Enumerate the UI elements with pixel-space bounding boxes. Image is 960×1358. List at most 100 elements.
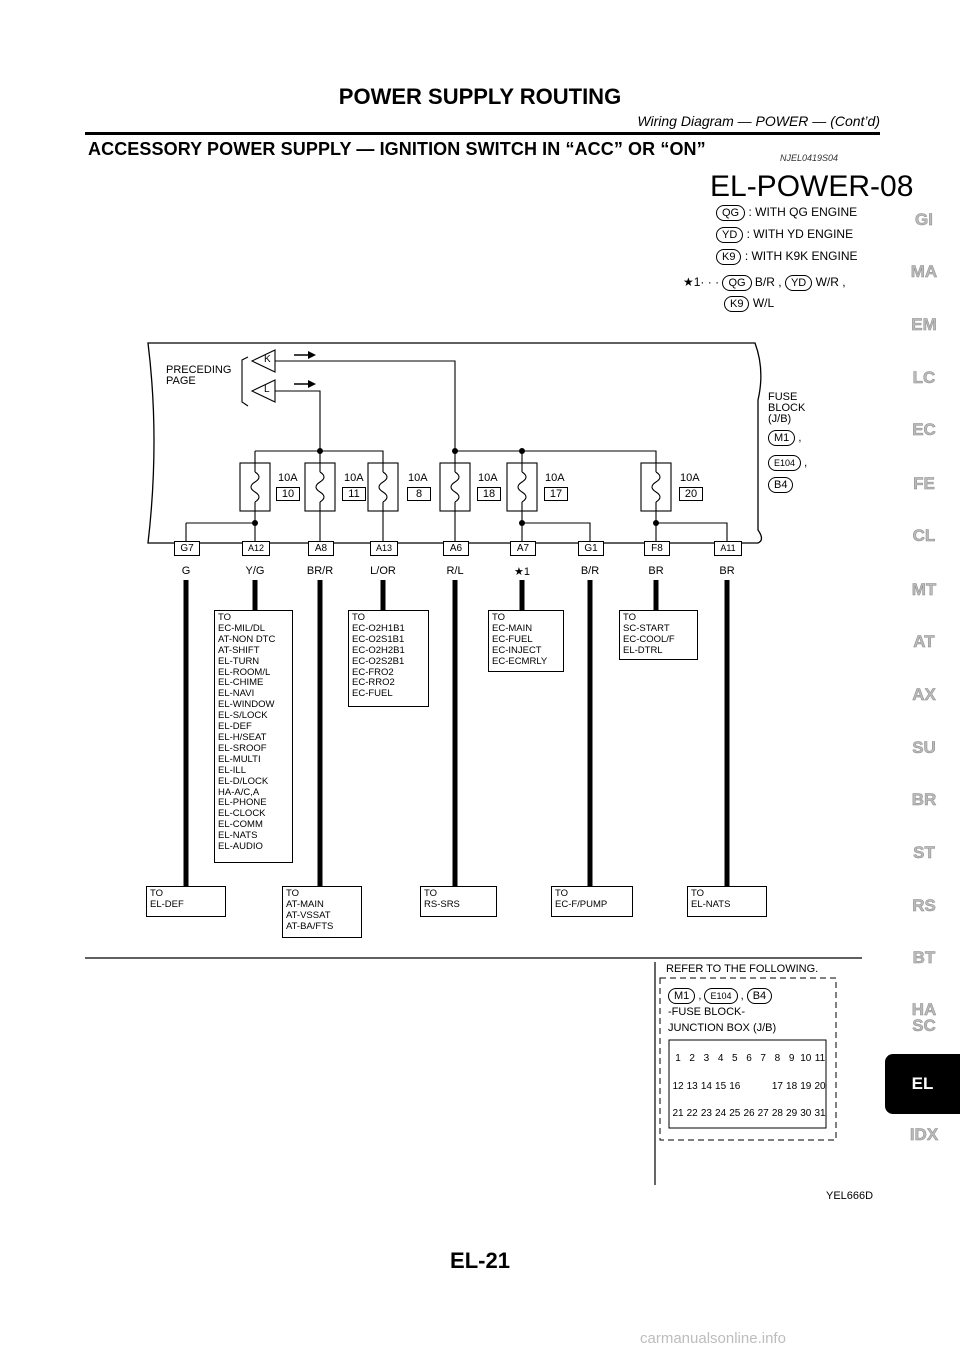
jb-cell: 13 bbox=[686, 1081, 698, 1092]
wire-color-br: B/R bbox=[580, 565, 600, 577]
star-note-line2: K9 W/L bbox=[724, 296, 774, 312]
side-tab-ec[interactable]: EC bbox=[912, 420, 936, 440]
jb-cell: 17 bbox=[771, 1081, 783, 1092]
side-tab-bt[interactable]: BT bbox=[912, 948, 936, 968]
fuse-element bbox=[250, 471, 260, 503]
preceding-page-label: PRECEDING PAGE bbox=[166, 364, 232, 387]
side-tab-ma[interactable]: MA bbox=[910, 262, 938, 282]
jb-cell: 21 bbox=[672, 1108, 684, 1119]
side-tab-at[interactable]: AT bbox=[913, 632, 935, 652]
page-header-title: POWER SUPPLY ROUTING bbox=[338, 84, 622, 109]
side-tab-sc[interactable]: SC bbox=[912, 1016, 936, 1036]
k-bus bbox=[275, 360, 456, 463]
k-arrow-head bbox=[308, 351, 316, 359]
wire-color-star1: ★1 bbox=[514, 566, 530, 578]
reference-dashed-frame bbox=[659, 977, 837, 1141]
legend-k9: K9 : WITH K9K ENGINE bbox=[716, 249, 858, 265]
legend-yd-code: YD bbox=[716, 227, 744, 243]
fuse-element bbox=[315, 471, 325, 503]
fuse-11-num: 11 bbox=[342, 487, 366, 501]
jb-cell: 4 bbox=[717, 1053, 724, 1064]
conn-sep: , bbox=[798, 432, 802, 444]
side-tab-lc[interactable]: LC bbox=[912, 368, 936, 388]
fuse-block-label: FUSE BLOCK (J/B) bbox=[768, 391, 806, 425]
l-bus-right bbox=[255, 450, 384, 463]
fuse-11-amp: 10A bbox=[344, 472, 364, 484]
side-tab-ax[interactable]: AX bbox=[912, 685, 936, 705]
side-tab-fe[interactable]: FE bbox=[913, 474, 935, 494]
side-tab-em[interactable]: EM bbox=[911, 315, 937, 335]
pin-a13: A13 bbox=[370, 541, 398, 556]
l-bus bbox=[275, 390, 321, 463]
jb-cell: 9 bbox=[788, 1053, 795, 1064]
side-tab-ha[interactable]: HA bbox=[911, 1000, 937, 1020]
side-tab-mt[interactable]: MT bbox=[911, 580, 937, 600]
side-tab-cl[interactable]: CL bbox=[912, 526, 936, 546]
wire-color-brr: BR/R bbox=[306, 565, 334, 577]
wire-color-yg: Y/G bbox=[245, 565, 265, 577]
junction-dot bbox=[519, 448, 525, 454]
star-qg-code: QG bbox=[722, 275, 752, 291]
pin-g1: G1 bbox=[578, 541, 604, 556]
jb-cell: 19 bbox=[800, 1081, 812, 1092]
watermark: carmanualsonline.info bbox=[640, 1330, 786, 1347]
dest-box-brr: TO AT-MAIN AT-VSSAT AT-BA/FTS bbox=[282, 886, 362, 938]
pin-a11: A11 bbox=[714, 541, 742, 556]
side-tab-gi[interactable]: GI bbox=[915, 210, 933, 230]
fuse-8-amp: 10A bbox=[408, 472, 428, 484]
junction-dot bbox=[519, 520, 525, 526]
pin-a6: A6 bbox=[443, 541, 469, 556]
jb-cell: 2 bbox=[689, 1053, 695, 1064]
fuse-20-amp: 10A bbox=[680, 472, 700, 484]
jb-cell: 16 bbox=[729, 1081, 741, 1092]
junction-dot bbox=[452, 448, 458, 454]
fuse-10-amp: 10A bbox=[278, 472, 298, 484]
star-sep-1: , bbox=[778, 275, 782, 289]
junction-dot bbox=[317, 448, 323, 454]
jb-cell: 1 bbox=[675, 1053, 681, 1064]
ref-sep-1: , bbox=[698, 990, 702, 1002]
jb-cell: 25 bbox=[729, 1108, 741, 1119]
side-tab-st[interactable]: ST bbox=[913, 843, 935, 863]
jb-cell: 31 bbox=[814, 1108, 826, 1119]
side-tab-su[interactable]: SU bbox=[912, 738, 936, 758]
star-qg-color: B/R bbox=[754, 275, 775, 289]
conn-e104: E104 bbox=[768, 455, 802, 471]
fuse-element bbox=[517, 471, 527, 503]
preceding-bracket bbox=[241, 356, 249, 407]
star-sep-2: , bbox=[842, 275, 846, 289]
star-yd-code: YD bbox=[784, 275, 813, 291]
jb-cell: 18 bbox=[786, 1081, 798, 1092]
pin-a8: A8 bbox=[308, 541, 334, 556]
dest-box-g: TO EL-DEF bbox=[146, 886, 226, 917]
legend-qg-text: : WITH QG ENGINE bbox=[748, 205, 858, 219]
ref-conn-m1: M1 bbox=[668, 988, 696, 1004]
jb-cell: 7 bbox=[760, 1053, 766, 1064]
fuse-element bbox=[378, 471, 388, 503]
pin-a7: A7 bbox=[510, 541, 536, 556]
dest-box-rl: TO RS-SRS bbox=[420, 886, 497, 917]
fuse-block-outline bbox=[147, 342, 763, 544]
side-tab-rs[interactable]: RS bbox=[912, 896, 936, 916]
pin-a12: A12 bbox=[242, 541, 270, 556]
ref-conn-e104: E104 bbox=[704, 988, 738, 1004]
conn-sep: , bbox=[804, 457, 808, 469]
jb-cell: 29 bbox=[786, 1108, 798, 1119]
fuse-18-amp: 10A bbox=[478, 472, 498, 484]
side-tab-br[interactable]: BR bbox=[911, 790, 937, 810]
side-tab-el[interactable]: EL bbox=[885, 1054, 960, 1114]
jb-cell: 5 bbox=[732, 1053, 738, 1064]
fuse-17-num: 17 bbox=[544, 487, 568, 501]
junction-box-grid bbox=[668, 1039, 827, 1129]
bus-br2 bbox=[656, 522, 728, 541]
pin-f8: F8 bbox=[644, 541, 670, 556]
dest-box-yg: TO EC-MIL/DL AT-NON DTC AT-SHIFT EL-TURN… bbox=[214, 610, 293, 863]
fuse-block-conn-3: B4 bbox=[768, 477, 794, 493]
star-note-line1: ★1· · · QG B/R , YD W/R , bbox=[683, 275, 846, 291]
reference-line2: JUNCTION BOX (J/B) bbox=[668, 1022, 777, 1034]
fuse-element bbox=[651, 471, 661, 503]
side-tab-idx[interactable]: IDX bbox=[909, 1125, 939, 1145]
l-label: L bbox=[264, 384, 270, 395]
jb-cell: 6 bbox=[746, 1053, 752, 1064]
star-k9-code: K9 bbox=[724, 296, 750, 312]
